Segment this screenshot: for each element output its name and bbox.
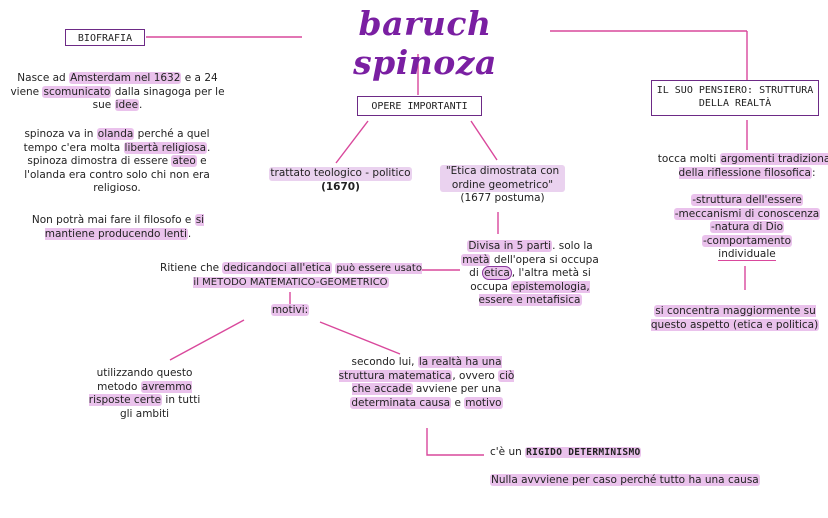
line-opere-trattato xyxy=(335,120,369,164)
biografia-olanda: spinoza va in olanda perché a quel tempo… xyxy=(23,128,211,194)
pensiero-box: IL SUO PENSIERO: STRUTTURA DELLA REALTÀ xyxy=(651,80,819,116)
pensiero-item-comportamento: -comportamento xyxy=(701,234,793,247)
opere-label: OPERE IMPORTANTI xyxy=(371,101,468,112)
motivo-struttura-matematica: secondo lui, la realtà ha una struttura … xyxy=(338,356,515,409)
opera-etica: "Etica dimostrata con ordine geometrico"… xyxy=(440,165,565,206)
pensiero-argomenti: tocca molti argomenti tradizionali della… xyxy=(652,153,828,180)
pensiero-label-line1: IL SUO PENSIERO: STRUTTURA xyxy=(656,85,814,96)
line-motivi-right xyxy=(319,321,401,355)
opera-trattato: trattato teologico - politico (1670) xyxy=(269,167,412,193)
motivo-risposte-certe: utilizzando questo metodo avremmo rispos… xyxy=(88,367,201,420)
motivi-label: motivi: xyxy=(270,304,310,316)
opere-box: OPERE IMPORTANTI xyxy=(357,96,482,116)
rigido-determinismo: c'è un RIGIDO DETERMINISMO xyxy=(490,446,642,458)
biografia-lenti: Non potrà mai fare il filosofo e si mant… xyxy=(31,214,205,240)
nulla-per-caso: Nulla avvviene per caso perché tutto ha … xyxy=(490,474,760,486)
page-title: baruch spinoza xyxy=(353,4,497,82)
etica-divisa: Divisa in 5 parti. solo la metà dell'ope… xyxy=(461,240,599,306)
pensiero-item-conoscenza: -meccanismi di conoscenza xyxy=(673,207,821,220)
line-motivi-left xyxy=(169,319,245,361)
line-opere-etica xyxy=(470,120,498,161)
pensiero-concentra: si concentra maggiormente su questo aspe… xyxy=(650,305,820,331)
pensiero-item-individuale: individuale xyxy=(718,248,776,261)
biografia-nascita: Nasce ad Amsterdam nel 1632 e a 24 viene… xyxy=(10,72,225,111)
pensiero-label-line2: DELLA REALTÀ xyxy=(698,98,772,109)
biografia-box: BIOFRAFIA xyxy=(65,29,145,46)
pensiero-item-essere: -struttura dell'essere xyxy=(691,194,803,206)
metodo-geometrico: Ritiene che dedicandoci all'etica può es… xyxy=(160,262,422,288)
pensiero-item-dio: -natura di Dio xyxy=(709,221,785,233)
line-motivo-determinismo xyxy=(426,428,484,456)
pensiero-lista: -struttura dell'essere -meccanismi di co… xyxy=(652,194,828,262)
biografia-label: BIOFRAFIA xyxy=(77,33,133,44)
